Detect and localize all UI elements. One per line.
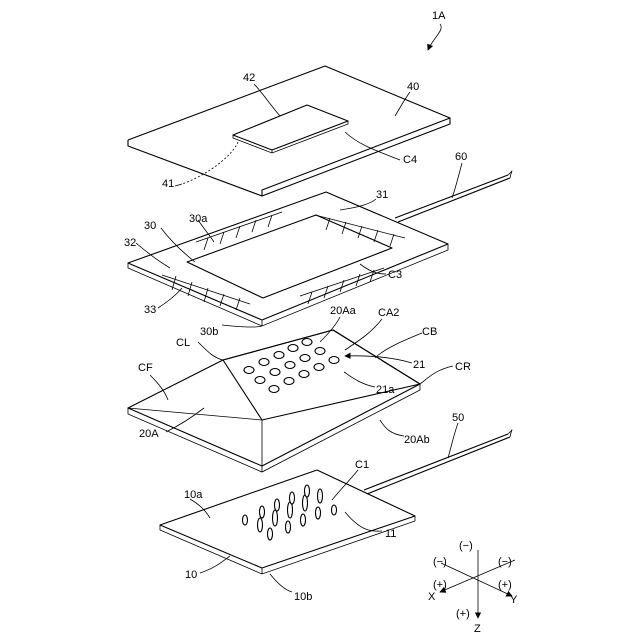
label-10: 10	[185, 569, 197, 581]
assembly-label: 1A	[432, 10, 446, 22]
label-30a: 30a	[189, 213, 208, 225]
label-20Ab: 20Ab	[404, 434, 430, 446]
label-11: 11	[385, 528, 396, 540]
label-CA2: CA2	[378, 307, 399, 319]
label-21a: 21a	[376, 384, 395, 396]
axis-x-plus: (+)	[433, 579, 447, 591]
label-30: 30	[144, 220, 156, 232]
hidden-edge-41	[182, 142, 238, 184]
label-42: 42	[243, 72, 255, 84]
axis-y-minus: (−)	[433, 556, 447, 568]
axis-x-label: X	[428, 591, 436, 603]
label-31: 31	[376, 189, 388, 201]
axis-z-minus: (−)	[459, 540, 473, 552]
label-20Aa: 20Aa	[330, 305, 357, 317]
label-C1: C1	[355, 459, 369, 471]
label-CB: CB	[422, 326, 437, 338]
cover-layer-20A	[128, 330, 420, 472]
label-20A: 20A	[139, 428, 159, 440]
label-40: 40	[407, 81, 419, 93]
frame-layer-30	[128, 171, 512, 326]
label-33: 33	[144, 304, 156, 316]
label-C3: C3	[388, 269, 402, 281]
label-10a: 10a	[184, 489, 203, 501]
label-60: 60	[455, 151, 467, 163]
label-CR: CR	[455, 361, 471, 373]
axis-x-minus: (−)	[498, 556, 512, 568]
label-32: 32	[124, 237, 136, 249]
label-CF: CF	[138, 362, 153, 374]
axis-z-plus: (+)	[456, 608, 470, 620]
axis-y-label: Y	[510, 594, 518, 606]
label-CL: CL	[176, 337, 190, 349]
label-C4: C4	[403, 154, 417, 166]
label-50: 50	[452, 412, 464, 424]
label-10b: 10b	[294, 591, 312, 603]
axis-z-label: Z	[474, 623, 481, 635]
top-plate-40	[128, 66, 450, 196]
label-30b: 30b	[200, 326, 218, 338]
label-21: 21	[413, 359, 425, 371]
assembly-pointer	[428, 24, 441, 50]
coordinate-axes: (−) (−) (−) (+) (+) (+) X Y Z	[428, 540, 518, 635]
label-41: 41	[162, 178, 174, 190]
base-layer-10	[160, 430, 512, 574]
axis-y-plus: (+)	[498, 579, 512, 591]
